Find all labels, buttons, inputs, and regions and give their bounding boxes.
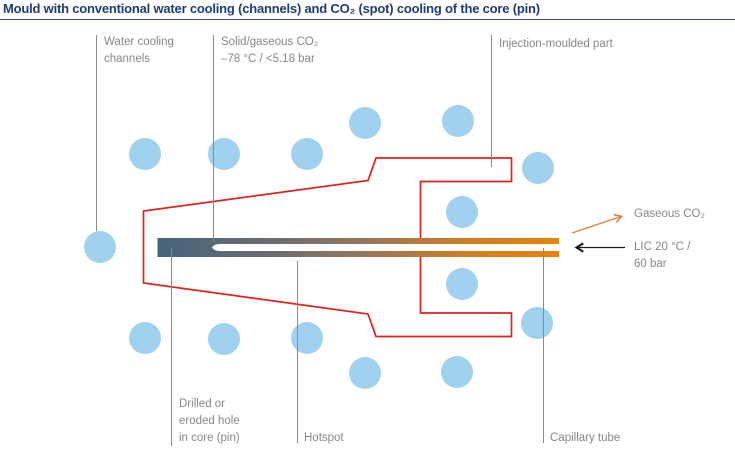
water-cooling-channels xyxy=(84,105,554,389)
water-channel-circle xyxy=(84,231,116,263)
water-channel-circle xyxy=(129,322,161,354)
gaseous-co2-label: Gaseous CO₂ xyxy=(634,208,705,220)
water-channel-circle xyxy=(349,357,381,389)
water-cooling-label: Water cooling channels xyxy=(104,36,174,65)
water-channel-circle xyxy=(208,138,240,170)
water-channel-circle xyxy=(521,307,553,339)
water-channel-circle xyxy=(441,356,473,388)
co2-supply-label: Solid/gaseous CO₂ –78 °C / <5.18 bar xyxy=(221,36,319,65)
water-channel-circle xyxy=(129,138,161,170)
lic-inlet-label: LIC 20 °C / 60 bar xyxy=(634,241,691,270)
title-divider xyxy=(0,19,735,20)
water-channel-circle xyxy=(446,268,478,300)
page-title: Mould with conventional water cooling (c… xyxy=(3,1,540,16)
water-channel-circle xyxy=(208,323,240,355)
gaseous-co2-arrow-icon xyxy=(571,213,623,234)
hotspot-label: Hotspot xyxy=(304,432,344,444)
water-channel-circle xyxy=(446,196,478,228)
water-channel-circle xyxy=(291,322,323,354)
water-channel-circle xyxy=(349,107,381,139)
mould-cavity-outline xyxy=(142,157,513,338)
capillary-channel xyxy=(212,244,559,251)
capillary-tube-label: Capillary tube xyxy=(550,432,621,444)
drilled-hole-label: Drilled or eroded hole in core (pin) xyxy=(179,398,240,444)
water-channel-circle xyxy=(442,105,474,137)
water-channel-circle xyxy=(291,138,323,170)
injection-part-label: Injection-moulded part xyxy=(499,38,613,50)
water-channel-circle xyxy=(522,152,554,184)
